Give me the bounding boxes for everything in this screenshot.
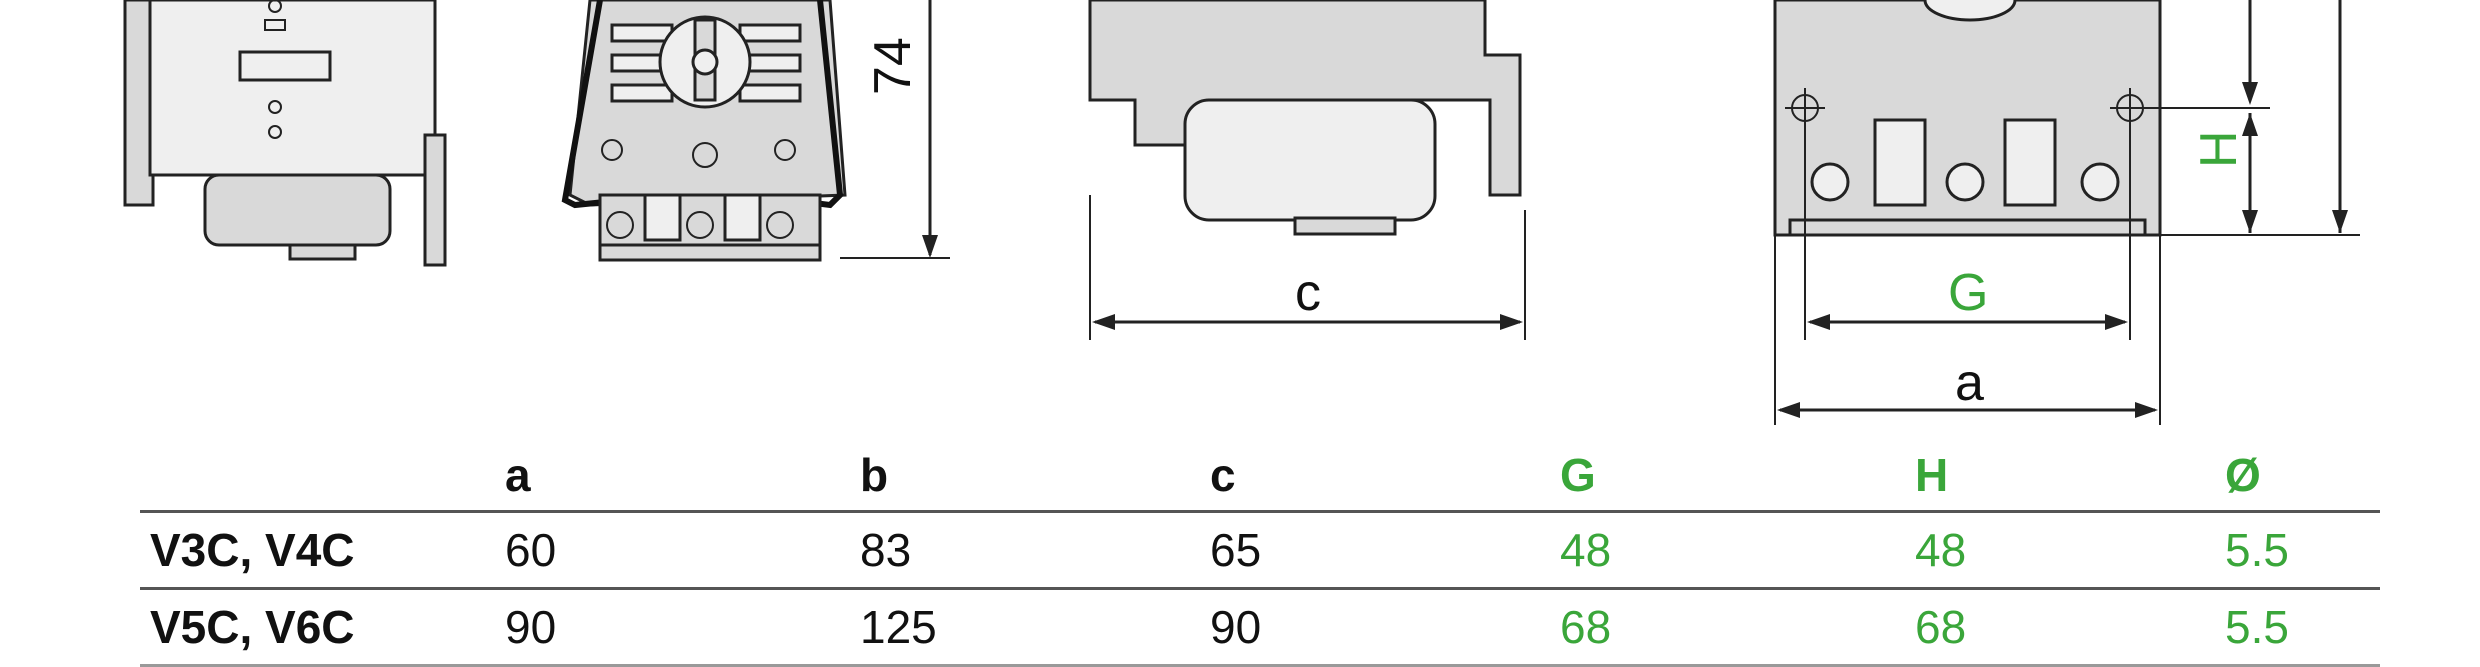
- table-row: V3C, V4C 60 83 65 48 48 5.5: [140, 512, 2380, 589]
- table-cell-phi: 5.5: [2225, 601, 2289, 653]
- table-header-cell: Ø: [2225, 449, 2261, 501]
- table-cell-H: 68: [1915, 601, 1967, 653]
- dimensions-table: a b c G H Ø V3C, V4C 60 83 65 48 48 5.5 …: [140, 440, 2380, 667]
- table-cell-a: 90: [505, 601, 557, 653]
- table-header-cell: c: [1210, 449, 1236, 501]
- table-cell-b: 125: [860, 601, 937, 653]
- top-view: c: [1088, 0, 1526, 340]
- dim-c-label: c: [1295, 264, 1321, 322]
- table-row: V5C, V6C 90 125 90 68 68 5.5: [140, 589, 2380, 666]
- dim-H-label: H: [2190, 130, 2248, 168]
- table-cell-model: V3C, V4C: [150, 524, 355, 576]
- table-cell-model: V5C, V6C: [150, 601, 355, 653]
- table-cell-G: 48: [1560, 524, 1612, 576]
- table-header-cell: H: [1915, 449, 1949, 501]
- side-view-left: [123, 0, 447, 267]
- dim-G-label: G: [1948, 264, 1988, 322]
- dim-a-label: a: [1955, 354, 1984, 412]
- table-cell-c: 90: [1210, 601, 1262, 653]
- table-cell-H: 48: [1915, 524, 1967, 576]
- dimension-74: 74: [840, 0, 950, 259]
- table-header-cell: G: [1560, 449, 1596, 501]
- table-cell-G: 68: [1560, 601, 1612, 653]
- table-cell-phi: 5.5: [2225, 524, 2289, 576]
- table-header-cell: [140, 440, 505, 512]
- table-header-cell: b: [860, 449, 889, 501]
- table-cell-b: 83: [860, 524, 912, 576]
- table-cell-c: 65: [1210, 524, 1262, 576]
- mounting-view: G a H: [1773, 0, 2360, 425]
- dim-74-label: 74: [864, 37, 922, 95]
- table-header-row: a b c G H Ø: [140, 440, 2380, 512]
- table-header-cell: a: [505, 449, 531, 501]
- table-cell-a: 60: [505, 524, 557, 576]
- front-view-knob: [561, 0, 847, 262]
